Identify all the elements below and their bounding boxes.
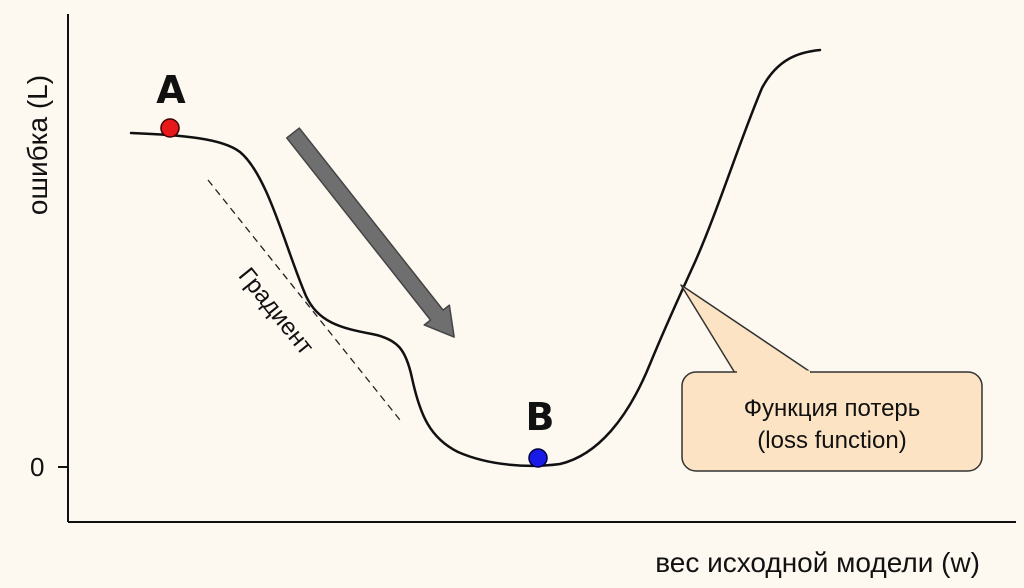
callout-line-2: (loss function) [757,427,906,454]
point-a-marker [160,118,180,138]
point-a-label: A [156,68,186,112]
point-b-label: B [526,395,555,439]
y-axis-label: ошибка (L) [22,75,53,215]
point-b-marker [528,448,548,468]
gradient-label: Градиент [233,263,319,360]
loss-curve [129,48,822,468]
callout-box [681,371,983,472]
zero-tick-label: 0 [30,452,44,482]
callout-line-1: Функция потерь [744,395,921,422]
gradient-line [207,179,401,421]
descent-arrow-shape [285,127,455,338]
x-axis-label: вес исходной модели (w) [655,547,980,578]
descent-arrow [285,127,455,338]
callout-pointer [680,284,813,374]
